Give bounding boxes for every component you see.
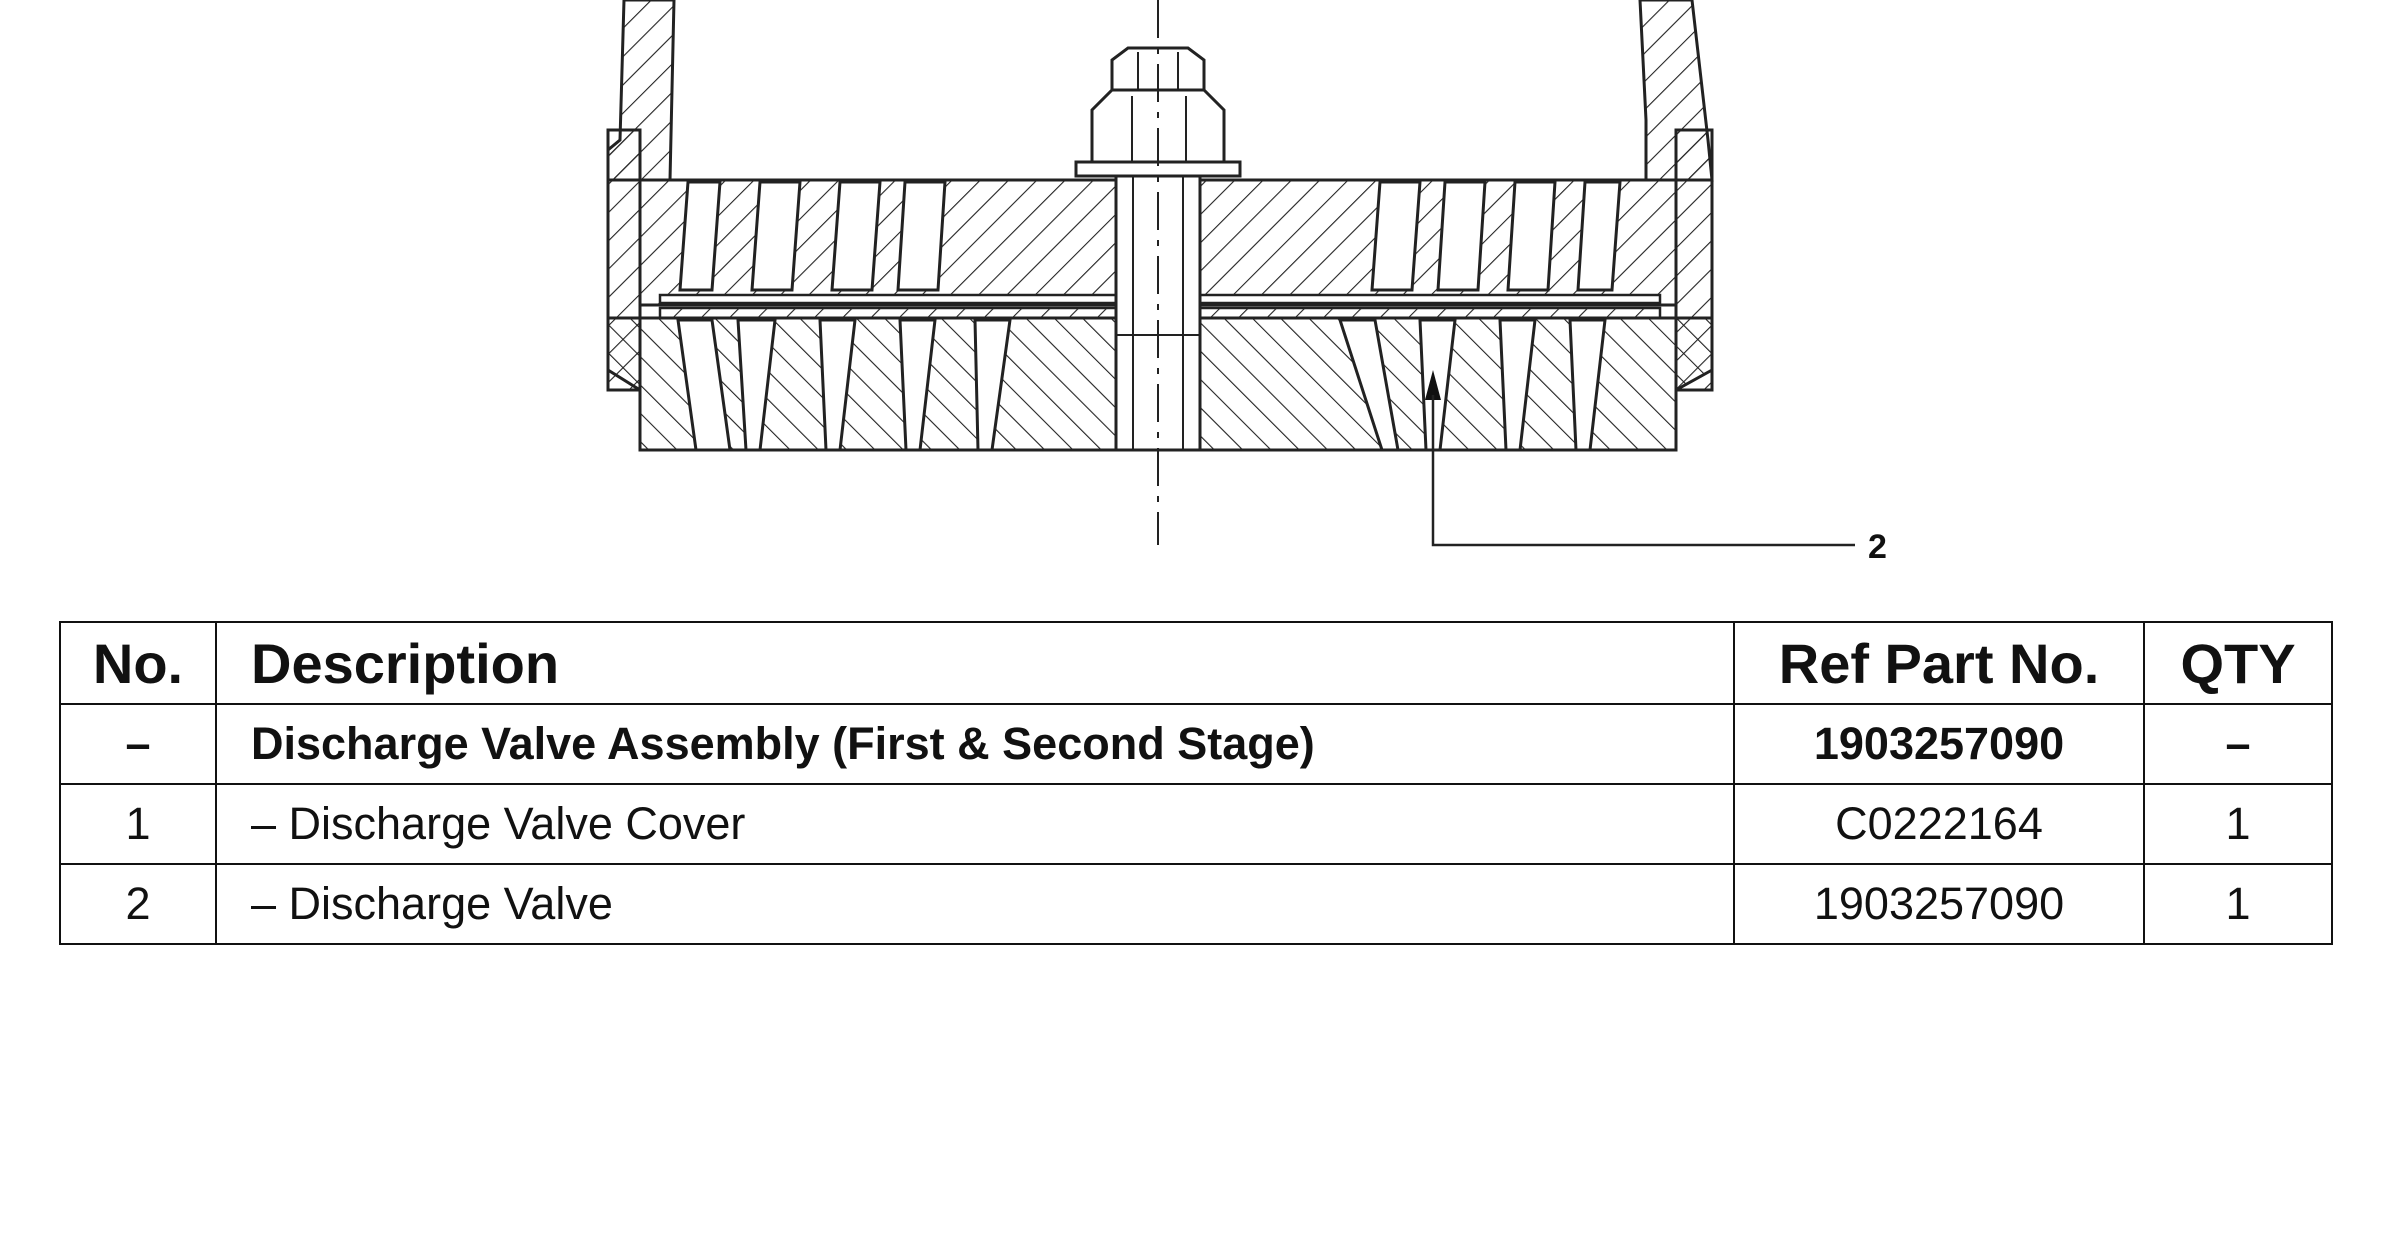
cell-no: – [59,703,217,785]
cell-description: – Discharge Valve Cover [215,783,1735,865]
cell-qty: – [2143,703,2333,785]
cell-qty: 1 [2143,863,2333,945]
callout-leader-2 [1425,370,1855,547]
callout-label-2: 2 [1868,528,1887,566]
valve-cross-section-drawing: 2 [606,0,1887,566]
cell-ref-part-no: C0222164 [1733,783,2145,865]
header-ref-part-no: Ref Part No. [1733,621,2145,705]
cell-ref-part-no: 1903257090 [1733,863,2145,945]
cell-description: – Discharge Valve [215,863,1735,945]
cell-no: 1 [59,783,217,865]
header-no: No. [59,621,217,705]
table-header-row: No. Description Ref Part No. QTY [59,621,2333,705]
table-row: 2 – Discharge Valve 1903257090 1 [59,863,2333,945]
parts-table: No. Description Ref Part No. QTY – Disch… [59,621,2333,945]
table-row: – Discharge Valve Assembly (First & Seco… [59,703,2333,785]
cell-ref-part-no: 1903257090 [1733,703,2145,785]
cell-qty: 1 [2143,783,2333,865]
header-description: Description [215,621,1735,705]
cell-description: Discharge Valve Assembly (First & Second… [215,703,1735,785]
header-qty: QTY [2143,621,2333,705]
table-row: 1 – Discharge Valve Cover C0222164 1 [59,783,2333,865]
cell-no: 2 [59,863,217,945]
